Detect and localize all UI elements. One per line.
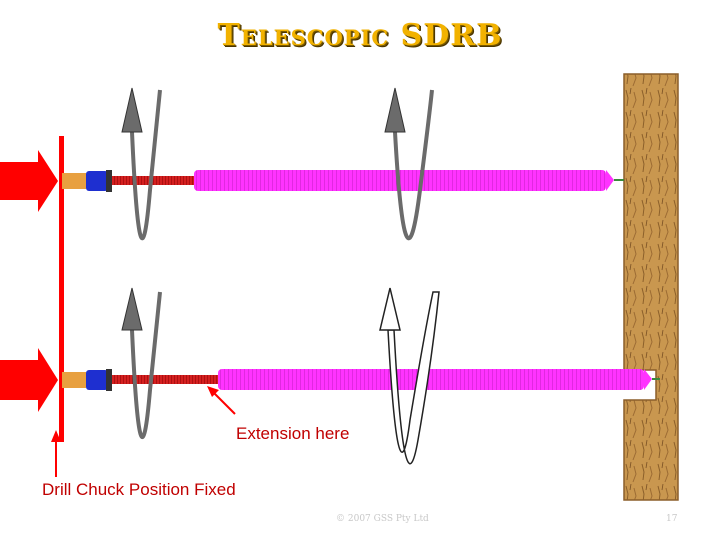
slide-title: Telescopic SDRB [217,18,503,53]
push-arrow-top [0,150,58,212]
chuck-position-line [59,136,64,442]
wood-block [623,73,679,501]
rotation-arrow-top-left [130,89,162,241]
chuck-position-label: Drill Chuck Position Fixed [42,480,236,499]
bottom-drill-assembly [62,369,660,391]
rotation-arrow-bottom-left [130,291,162,440]
rotation-arrow-top-right [393,89,434,241]
rotation-arrow-bottom-right [387,291,440,465]
top-drill-assembly [62,170,624,192]
extension-label: Extension here [236,424,350,443]
copyright-footer: © 2007 GSS Pty Ltd [336,514,429,524]
page-number: 17 [666,514,678,524]
push-arrow-bottom [0,348,58,412]
extension-pointer-arrow [212,391,236,415]
